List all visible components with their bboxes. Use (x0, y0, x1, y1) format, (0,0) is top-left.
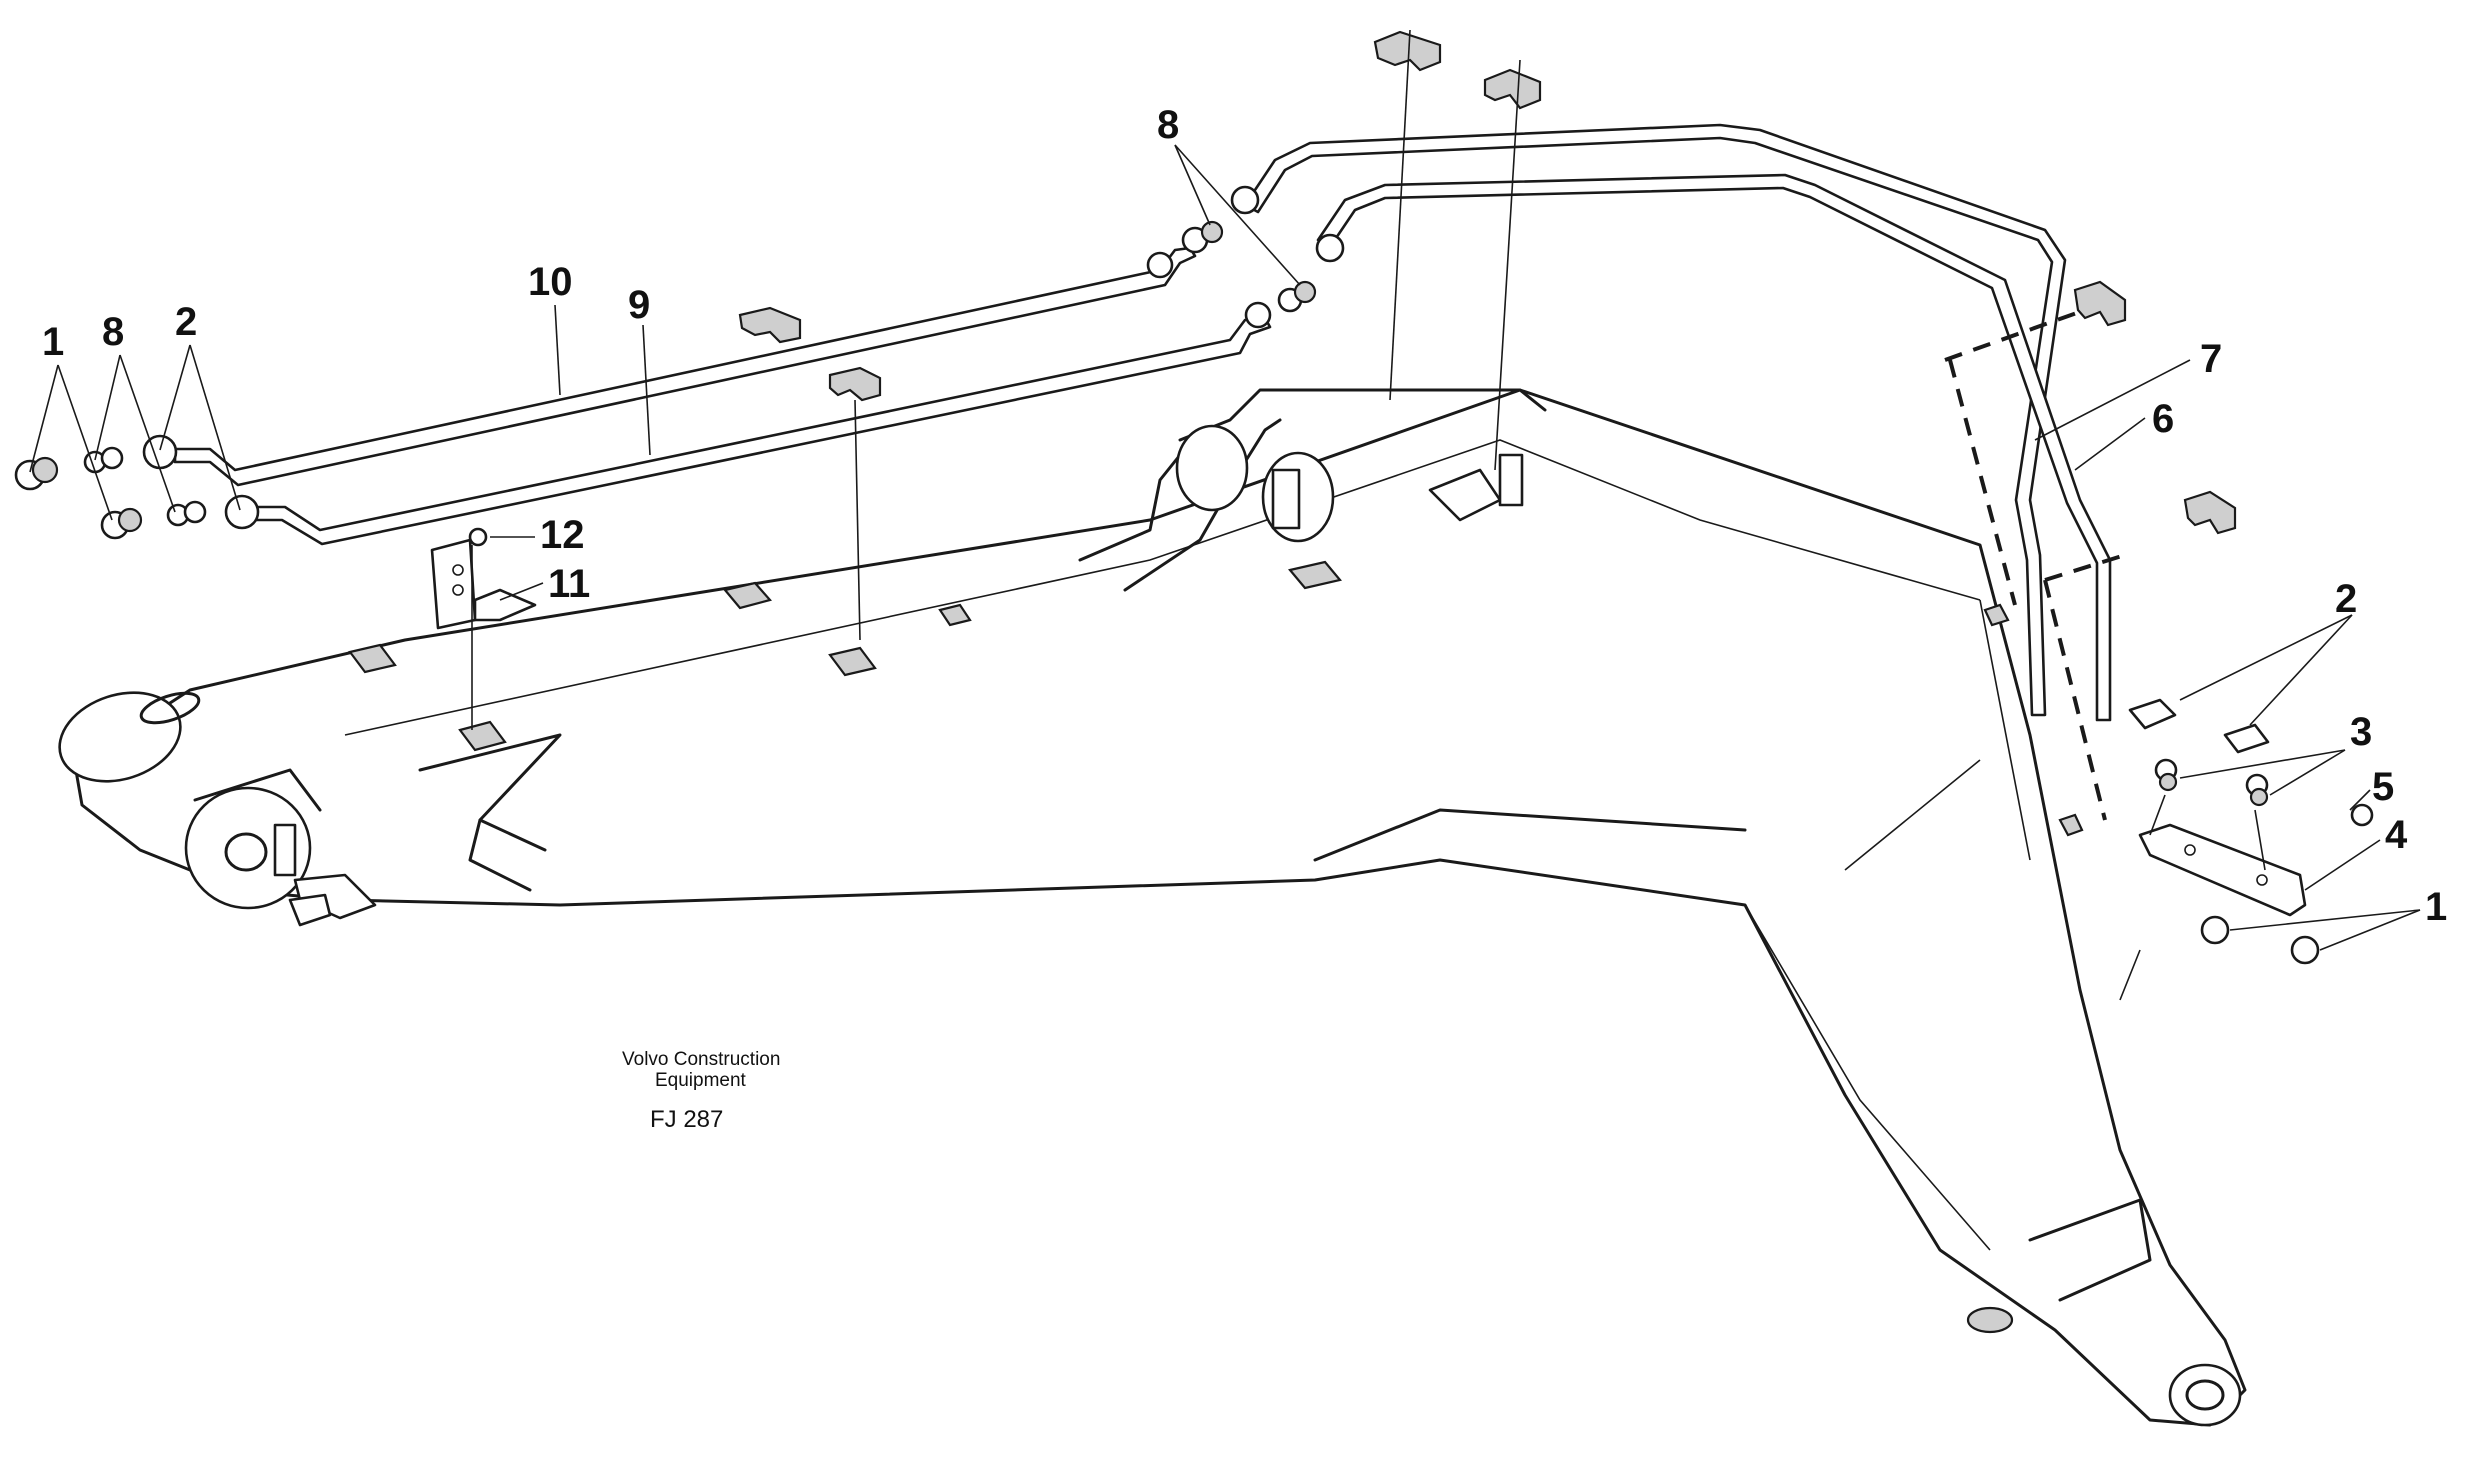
callout-3-right: 3 (2350, 710, 2372, 754)
callout-8-left: 8 (102, 310, 124, 354)
caption-maker-line2: Equipment (655, 1070, 747, 1091)
assembly-boundary (1944, 308, 2126, 821)
callout-12: 12 (540, 513, 585, 557)
leader-lines (29, 29, 2421, 1001)
callout-4-right: 4 (2385, 813, 2408, 857)
callout-6: 6 (2152, 397, 2174, 441)
hydraulic-pipe-10 (173, 246, 1197, 487)
callout-5-right: 5 (2372, 765, 2394, 809)
mounting-plate-4 (2138, 823, 2307, 917)
boom-body (58, 388, 2247, 1427)
top-fittings (1146, 185, 1345, 329)
caption-figure-code: FJ 287 (650, 1106, 723, 1133)
figure-caption: Volvo Construction Equipment FJ 287 (622, 1049, 780, 1133)
hydraulic-pipe-9 (238, 316, 1272, 546)
callout-10: 10 (528, 260, 573, 304)
pipe-clamps (348, 30, 2237, 837)
callout-1-right: 1 (2425, 885, 2447, 929)
callout-labels: 1 8 2 10 9 8 12 11 7 6 2 3 5 4 1 (42, 103, 2447, 929)
hydraulic-pipe-7 (1243, 123, 2067, 717)
callout-9: 9 (628, 283, 650, 327)
cylinder-mount-bracket (1078, 388, 1547, 592)
hydraulic-pipe-6 (1316, 173, 2112, 722)
bolt-12 (468, 527, 488, 547)
callout-2-left: 2 (175, 300, 197, 344)
bracket-11 (430, 538, 537, 630)
right-fittings (2128, 698, 2374, 965)
callout-7: 7 (2200, 337, 2222, 381)
callout-2-right: 2 (2335, 577, 2357, 621)
callout-11: 11 (548, 562, 590, 606)
caption-maker-line1: Volvo Construction (622, 1049, 780, 1070)
callout-1-left: 1 (42, 320, 64, 364)
callout-8-top: 8 (1157, 103, 1179, 147)
front-pin-lug (273, 823, 377, 927)
